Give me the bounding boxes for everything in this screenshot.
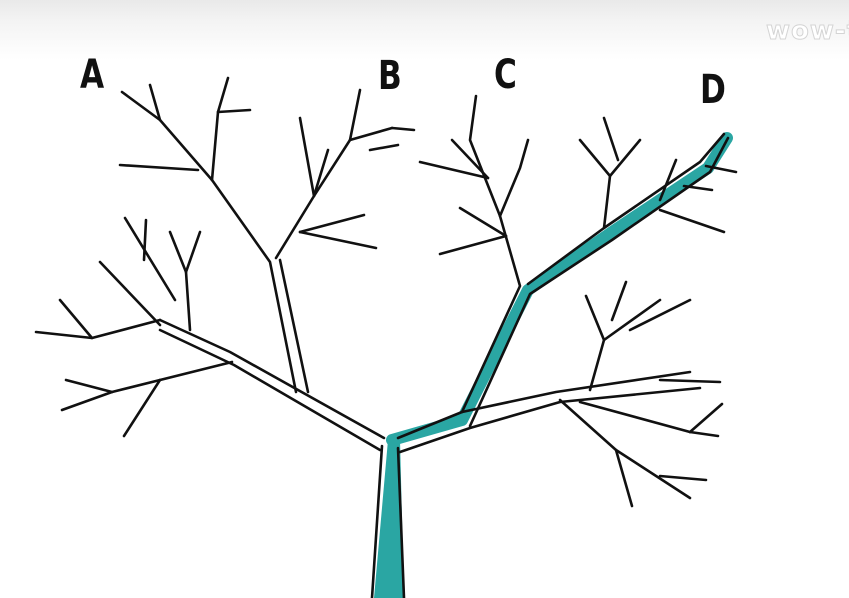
twig-r2 <box>584 294 606 342</box>
twig-r1 <box>588 298 662 392</box>
twig-a3 <box>210 76 230 182</box>
c-branch-right-edge <box>468 136 730 428</box>
twig-b4 <box>390 126 416 132</box>
left-limb-lower <box>158 328 382 452</box>
twig-d5 <box>658 208 726 234</box>
twig-r11 <box>688 430 720 438</box>
leaf-label-d: D <box>700 67 726 113</box>
twig-l5 <box>168 230 188 274</box>
twig-d4 <box>658 158 678 202</box>
twig-c5 <box>458 206 508 238</box>
highlighted-trunk <box>374 440 404 598</box>
tree-ink <box>34 76 738 598</box>
twig-a2 <box>148 83 162 122</box>
twig-a4 <box>216 108 252 114</box>
branch-b-stem <box>274 126 394 260</box>
twig-r8 <box>658 474 708 482</box>
twig-b7 <box>298 213 366 234</box>
twig-l9 <box>64 378 114 394</box>
twig-c4 <box>438 234 508 256</box>
trunk-left-edge <box>370 444 384 598</box>
right-limb-lower <box>398 386 702 454</box>
trunk-right-edge <box>396 446 406 598</box>
twig-c1 <box>498 138 530 218</box>
highlighted-branch <box>386 132 733 446</box>
twig-r5 <box>658 378 722 384</box>
twig-r4 <box>628 298 692 332</box>
twig-l6 <box>123 216 177 302</box>
c-branch-inner <box>526 132 726 286</box>
leaf-label-a: A <box>80 52 105 98</box>
left-limb-upper <box>158 318 386 440</box>
twig-l1 <box>34 318 162 340</box>
twig-r3 <box>610 280 628 322</box>
twig-b6 <box>298 230 378 250</box>
twig-l7 <box>142 218 148 262</box>
watermark: wow-t <box>765 16 849 47</box>
twig-l2 <box>58 298 94 340</box>
twig-b5 <box>368 143 400 152</box>
leaf-label-c: C <box>494 52 517 98</box>
twig-b3 <box>312 148 330 198</box>
leaf-label-b: B <box>378 53 402 99</box>
twig-r9 <box>578 400 692 434</box>
twig-b2 <box>298 116 316 198</box>
twig-d3 <box>602 116 620 162</box>
twig-a5 <box>118 163 200 172</box>
twig-l4 <box>184 230 202 332</box>
twig-d7 <box>704 164 738 174</box>
twig-l3 <box>98 260 162 327</box>
twig-r10 <box>688 402 724 434</box>
mid-branch-left <box>210 178 298 394</box>
twig-r7 <box>614 448 634 508</box>
twig-d6 <box>682 184 714 192</box>
highlighted-path <box>374 132 733 598</box>
twig-b1 <box>348 88 362 142</box>
right-limb-upper <box>396 370 692 440</box>
twig-l10 <box>122 378 162 438</box>
twig-c3 <box>450 138 490 180</box>
twig-c2 <box>418 160 490 180</box>
mid-branch-right <box>278 258 310 394</box>
twig-d2 <box>578 138 612 178</box>
